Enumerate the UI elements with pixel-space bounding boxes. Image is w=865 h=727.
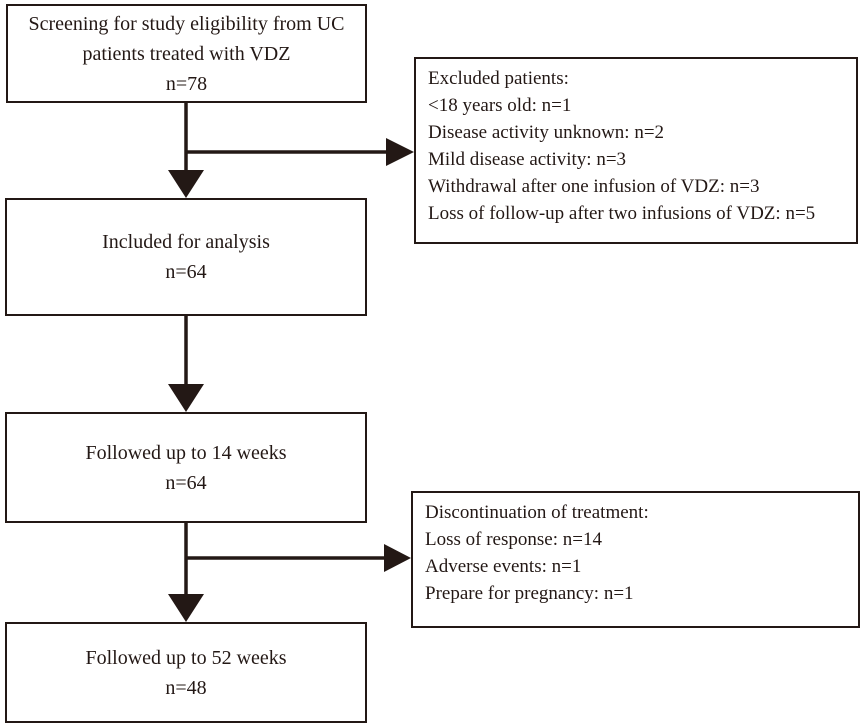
excluded-item: Withdrawal after one infusion of VDZ: n=…: [428, 176, 760, 197]
week14-box: Followed up to 14 weeks n=64: [5, 412, 367, 523]
arrowhead-excluded: [386, 138, 414, 166]
week14-count: n=64: [165, 471, 207, 494]
screening-line1: Screening for study eligibility from UC: [28, 12, 345, 35]
screening-line2: patients treated with VDZ: [82, 42, 291, 65]
excluded-box: Excluded patients: <18 years old: n=1 Di…: [414, 57, 858, 244]
discontinued-box: Discontinuation of treatment: Loss of re…: [411, 491, 860, 628]
discontinued-item: Prepare for pregnancy: n=1: [425, 583, 634, 604]
week14-label: Followed up to 14 weeks: [85, 441, 287, 464]
excluded-item: Loss of follow-up after two infusions of…: [428, 203, 816, 224]
week52-box: Followed up to 52 weeks n=48: [5, 622, 367, 723]
discontinued-item: Loss of response: n=14: [425, 529, 602, 550]
included-count: n=64: [165, 261, 207, 283]
included-label: Included for analysis: [102, 231, 270, 253]
arrowhead-discontinued: [384, 544, 411, 572]
discontinued-title: Discontinuation of treatment:: [425, 502, 649, 523]
excluded-item: <18 years old: n=1: [428, 95, 572, 116]
week52-label: Followed up to 52 weeks: [85, 646, 287, 669]
excluded-title: Excluded patients:: [428, 68, 569, 89]
arrowhead-week52: [168, 594, 204, 622]
excluded-item: Mild disease activity: n=3: [428, 149, 627, 170]
discontinued-item: Adverse events: n=1: [425, 556, 582, 577]
arrowhead-week14: [168, 384, 204, 412]
week52-count: n=48: [165, 676, 207, 699]
excluded-item: Disease activity unknown: n=2: [428, 122, 665, 143]
screening-box: Screening for study eligibility from UC …: [6, 4, 367, 103]
screening-count: n=78: [165, 72, 208, 95]
arrowhead-included: [168, 170, 204, 198]
included-box: Included for analysis n=64: [5, 198, 367, 316]
